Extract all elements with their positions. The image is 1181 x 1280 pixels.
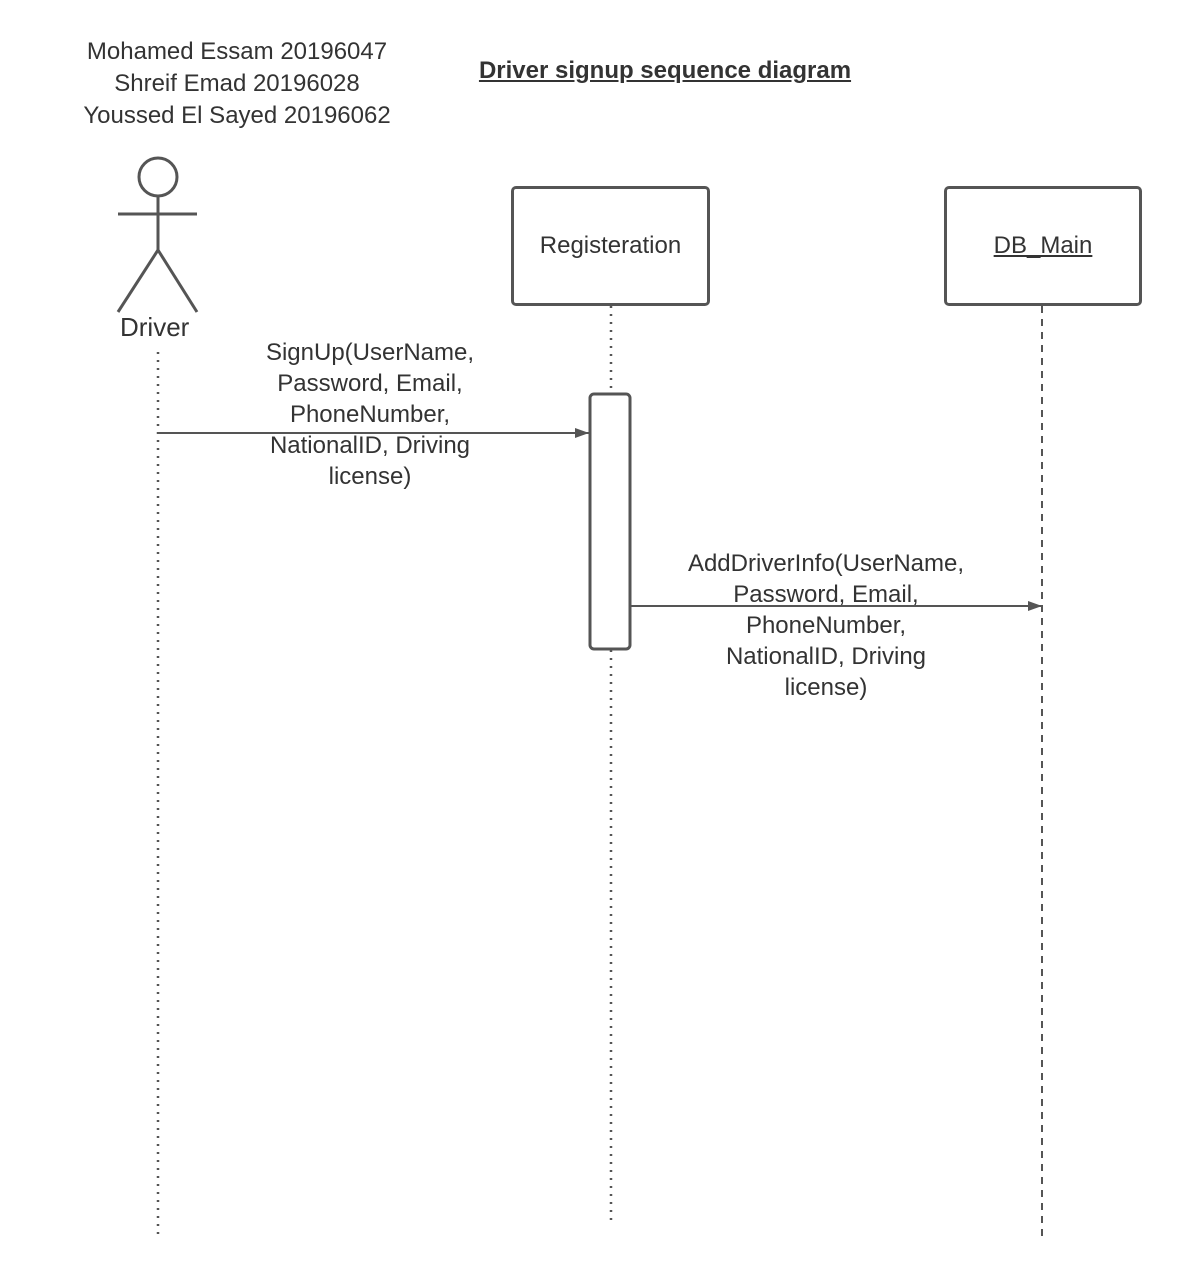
message-line: NationalID, Driving — [269, 432, 471, 459]
message-line: PhoneNumber, — [289, 401, 451, 428]
message-line: license) — [784, 674, 868, 701]
add-driver-info-message-label: AddDriverInfo(UserName, Password, Email,… — [666, 548, 986, 703]
author-list: Mohamed Essam 20196047 Shreif Emad 20196… — [52, 36, 422, 132]
registeration-label: Registeration — [539, 232, 682, 259]
author-line: Youssed El Sayed 20196062 — [83, 102, 391, 129]
message-line: Password, Email, — [733, 581, 919, 608]
message-line: SignUp(UserName, — [265, 339, 475, 366]
db-main-lifeline-box: DB_Main — [944, 186, 1142, 306]
driver-actor-icon — [116, 156, 199, 313]
registeration-lifeline-box: Registeration — [511, 186, 710, 306]
author-line: Shreif Emad 20196028 — [114, 70, 360, 97]
registeration-activation-bar — [588, 392, 632, 651]
message-line: PhoneNumber, — [745, 612, 907, 639]
driver-actor-label: Driver — [120, 312, 190, 342]
author-line: Mohamed Essam 20196047 — [86, 38, 388, 65]
diagram-title: Driver signup sequence diagram — [478, 57, 852, 84]
message-line: Password, Email, — [277, 370, 463, 397]
db-main-label: DB_Main — [993, 232, 1093, 259]
message-line: license) — [328, 463, 412, 490]
signup-message-label: SignUp(UserName, Password, Email, PhoneN… — [230, 337, 510, 492]
message-line: NationalID, Driving — [725, 643, 927, 670]
message-line: AddDriverInfo(UserName, — [687, 550, 965, 577]
